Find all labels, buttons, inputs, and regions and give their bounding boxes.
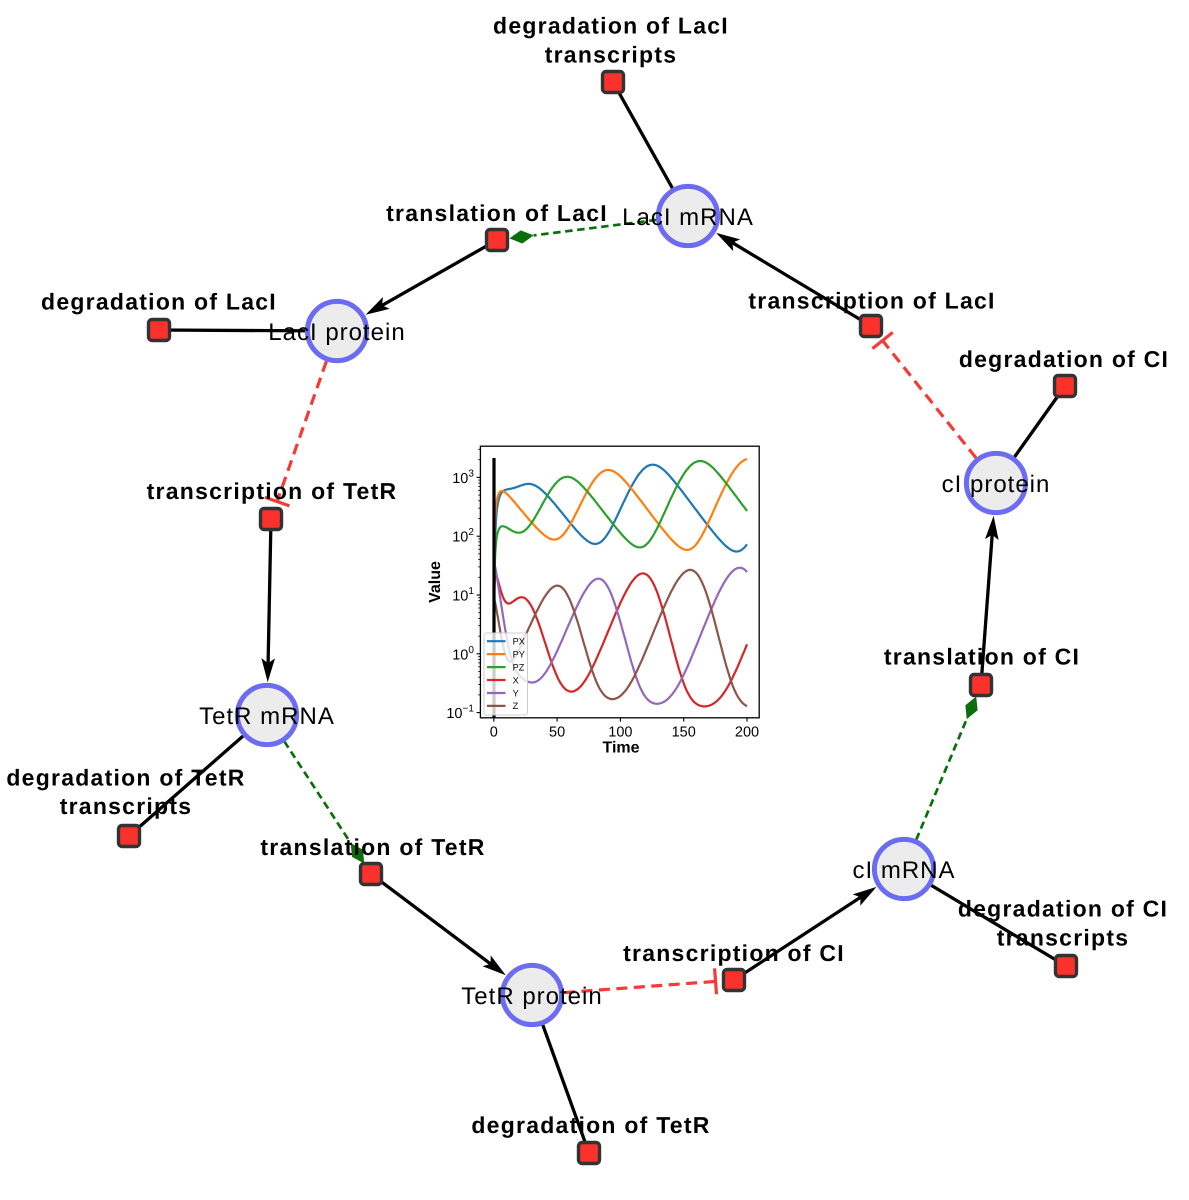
svg-text:TetR protein: TetR protein [461, 983, 602, 1010]
svg-text:200: 200 [735, 724, 759, 740]
svg-text:102: 102 [452, 527, 474, 546]
svg-text:transcripts: transcripts [997, 925, 1130, 951]
svg-text:100: 100 [452, 645, 474, 664]
svg-text:PY: PY [513, 649, 525, 659]
svg-text:translation of CI: translation of CI [884, 644, 1080, 670]
svg-text:PZ: PZ [513, 662, 525, 672]
svg-text:degradation of CI: degradation of CI [958, 896, 1168, 922]
svg-text:transcripts: transcripts [545, 42, 678, 68]
svg-text:Value: Value [427, 561, 444, 603]
svg-text:PX: PX [513, 637, 525, 647]
svg-text:degradation of TetR: degradation of TetR [471, 1112, 710, 1138]
svg-text:cI protein: cI protein [942, 471, 1051, 498]
svg-text:TetR mRNA: TetR mRNA [199, 703, 335, 730]
svg-text:50: 50 [549, 724, 565, 740]
svg-text:degradation of LacI: degradation of LacI [41, 289, 277, 315]
svg-text:100: 100 [608, 724, 632, 740]
svg-text:transcription of CI: transcription of CI [623, 940, 845, 966]
svg-text:150: 150 [672, 724, 696, 740]
svg-text:10−1: 10−1 [446, 704, 474, 723]
svg-text:degradation of TetR: degradation of TetR [6, 765, 245, 791]
svg-text:103: 103 [452, 468, 474, 487]
svg-text:Z: Z [513, 701, 519, 711]
svg-text:LacI protein: LacI protein [268, 319, 405, 346]
svg-text:translation of TetR: translation of TetR [260, 834, 485, 860]
svg-text:101: 101 [452, 586, 474, 605]
svg-text:transcripts: transcripts [60, 793, 193, 819]
svg-text:cI mRNA: cI mRNA [853, 857, 956, 884]
svg-text:Y: Y [513, 688, 519, 698]
svg-text:translation of LacI: translation of LacI [386, 200, 608, 226]
svg-text:transcription of TetR: transcription of TetR [147, 478, 398, 504]
svg-text:Time: Time [602, 740, 639, 757]
svg-text:transcription of LacI: transcription of LacI [748, 288, 995, 314]
svg-text:degradation of CI: degradation of CI [959, 346, 1169, 372]
svg-text:X: X [513, 675, 519, 685]
svg-text:0: 0 [490, 724, 498, 740]
svg-text:LacI mRNA: LacI mRNA [622, 204, 754, 231]
svg-text:degradation of LacI: degradation of LacI [493, 13, 729, 39]
